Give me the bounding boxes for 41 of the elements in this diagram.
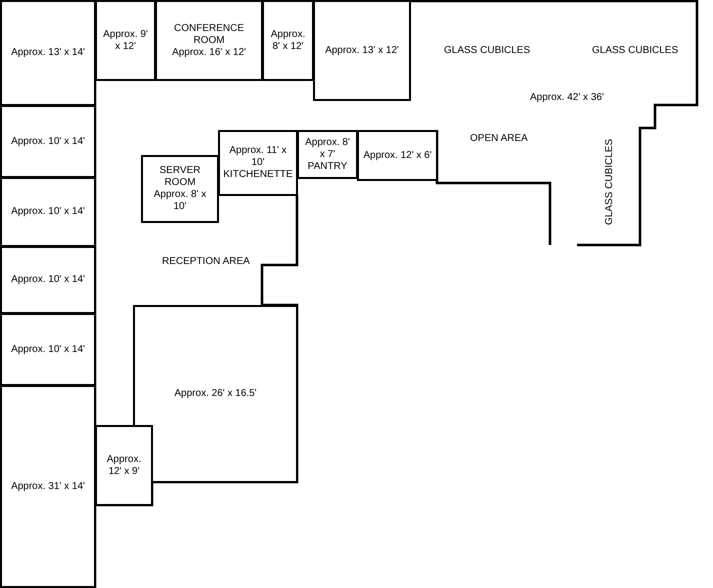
room <box>95 0 156 81</box>
area-dimensions: Approx. 42' x 36' <box>530 92 604 103</box>
room <box>262 0 314 81</box>
area-label: GLASS CUBICLES <box>592 45 678 56</box>
room <box>155 0 263 81</box>
room-dimensions: Approx. 31' x 14' <box>11 480 85 492</box>
area-label: GLASS CUBICLES <box>444 45 530 56</box>
room <box>313 0 411 101</box>
room-dimensions: Approx. 16' x 12' <box>172 46 246 58</box>
room-name: SERVER ROOM <box>158 165 202 189</box>
area-label: GLASS CUBICLES <box>604 138 615 225</box>
room-dimensions: Approx. 8' x 7' <box>304 136 351 160</box>
room <box>297 130 358 179</box>
room <box>0 385 96 588</box>
room-dimensions: Approx. 10' x 14' <box>11 136 85 148</box>
room-dimensions: Approx. 8' x 12' <box>270 28 306 52</box>
room <box>0 246 96 314</box>
room <box>0 313 96 386</box>
room-dimensions: Approx. 9' x 12' <box>102 28 149 52</box>
room <box>357 130 438 181</box>
room-dimensions: Approx. 10' x 14' <box>11 206 85 218</box>
room <box>0 0 96 106</box>
room <box>0 177 96 247</box>
room <box>141 155 219 223</box>
room <box>0 105 96 178</box>
room-dimensions: Approx. 8' x 10' <box>152 189 208 213</box>
room-dimensions: Approx. 13' x 14' <box>11 47 85 59</box>
room-dimensions: Approx. 10' x 14' <box>11 274 85 286</box>
room-dimensions: Approx. 12' x 6' <box>363 150 432 162</box>
room <box>218 130 298 196</box>
room-dimensions: Approx. 13' x 12' <box>325 44 399 56</box>
room-name: PANTRY <box>308 160 348 172</box>
area-label: RECEPTION AREA <box>162 256 250 267</box>
room-dimensions: Approx. 26' x 16.5' <box>174 388 257 400</box>
room-dimensions: Approx. 11' x 10' <box>228 145 288 169</box>
room <box>95 425 153 506</box>
room-name: KITCHENETTE <box>223 169 293 181</box>
room-dimensions: Approx. 12' x 9' <box>106 454 142 478</box>
room-name: CONFERENCE ROOM <box>172 22 245 46</box>
area-label: OPEN AREA <box>470 133 528 144</box>
room-dimensions: Approx. 10' x 14' <box>11 344 85 356</box>
